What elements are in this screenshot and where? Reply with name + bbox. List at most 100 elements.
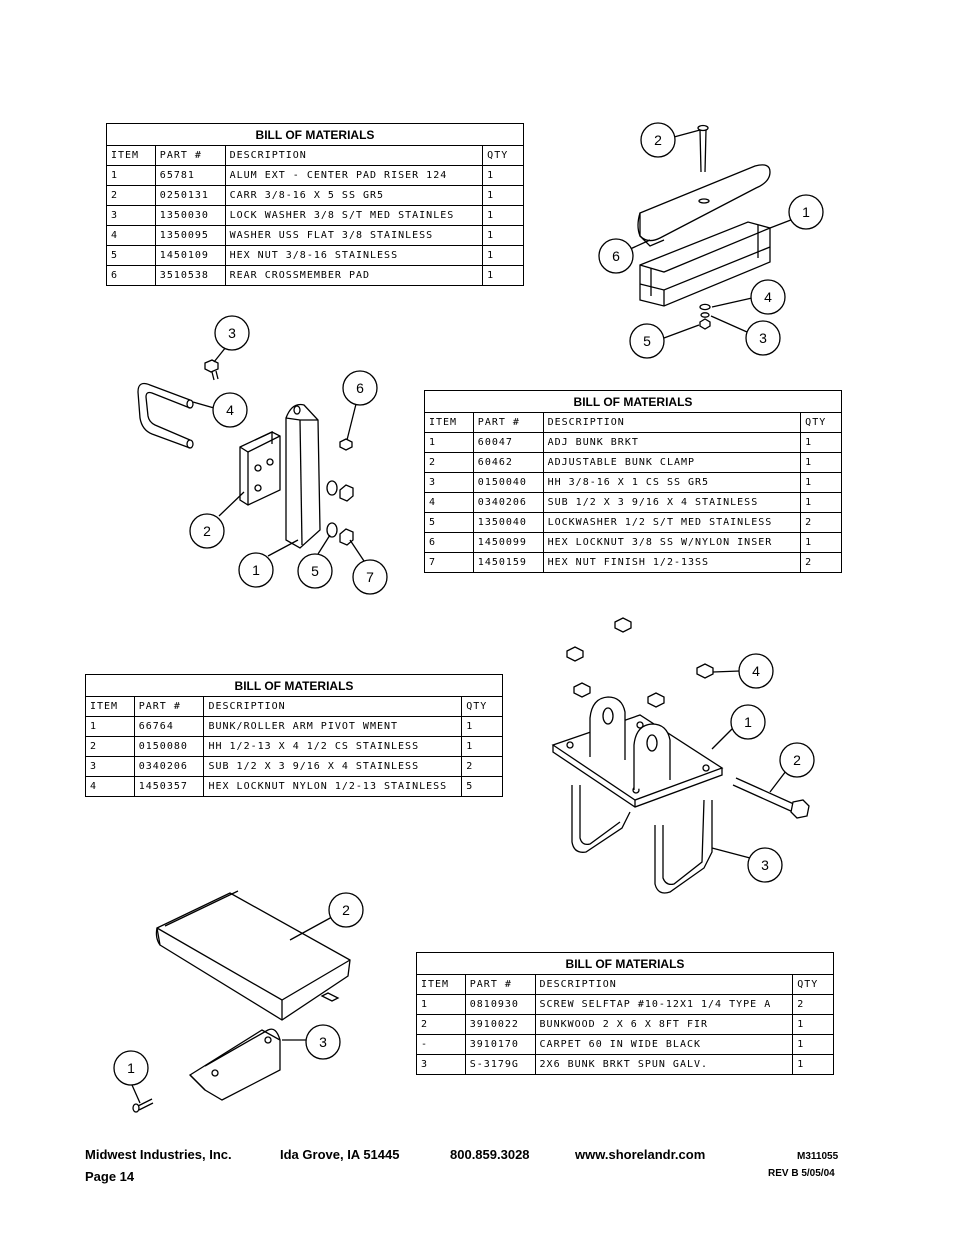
svg-text:5: 5 <box>311 563 319 579</box>
svg-text:2: 2 <box>342 902 350 918</box>
cell-qty: 2 <box>800 552 842 573</box>
svg-text:1: 1 <box>744 714 752 730</box>
footer-doc-number: M311055 <box>797 1151 839 1162</box>
svg-text:6: 6 <box>356 380 364 396</box>
cell-qty: 1 <box>482 265 524 286</box>
cell-item: 6 <box>106 265 156 286</box>
bom-table-center-pad-riser: BILL OF MATERIALS ITEM PART # DESCRIPTIO… <box>106 123 524 286</box>
flat-washer-drawing <box>699 303 711 311</box>
cell-description: HEX NUT FINISH 1/2-13SS <box>542 552 802 573</box>
callout-bubble: 1 <box>113 1050 149 1086</box>
svg-text:2: 2 <box>203 523 211 539</box>
callout-bubble: 6 <box>598 238 634 274</box>
callout-bubble: 6 <box>342 370 378 406</box>
callout-bubble: 4 <box>212 392 248 428</box>
svg-text:3: 3 <box>319 1034 327 1050</box>
callout-bubble: 2 <box>189 513 225 549</box>
carriage-bolt-drawing <box>697 124 709 173</box>
figure-bunk-bracket: 2 3 1 <box>113 890 364 1113</box>
hex-nut-drawing <box>339 484 354 502</box>
footer-website: www.shorelandr.com <box>575 1147 706 1162</box>
hex-locknut-drawing <box>566 646 584 662</box>
callout-bubble: 4 <box>750 279 786 315</box>
hex-locknut-drawing <box>647 692 665 708</box>
bom-title: BILL OF MATERIALS <box>85 674 503 697</box>
callout-bubble: 2 <box>779 742 815 778</box>
cell-item: 3 <box>416 1054 466 1075</box>
bunkwood-drawing <box>155 890 351 1021</box>
svg-text:3: 3 <box>228 325 236 341</box>
self-tap-screw-drawing <box>132 1098 154 1113</box>
callout-bubble: 3 <box>214 315 250 351</box>
hex-bolt-drawing <box>204 359 219 381</box>
bom-table-adjustable-bunk: BILL OF MATERIALS ITEM PART # DESCRIPTIO… <box>424 390 842 573</box>
callout-bubble: 1 <box>730 704 766 740</box>
svg-text:3: 3 <box>759 330 767 346</box>
hex-locknut-drawing <box>696 663 714 679</box>
svg-text:1: 1 <box>802 204 810 220</box>
cell-qty: 5 <box>461 776 503 797</box>
footer-city: Ida Grove, IA 51445 <box>280 1147 400 1162</box>
hex-nut-drawing <box>699 318 711 330</box>
hex-locknut-drawing <box>339 438 353 451</box>
bunk-clamp-drawing <box>239 430 281 506</box>
cell-part: 3510538 <box>154 265 226 286</box>
svg-text:4: 4 <box>752 663 760 679</box>
svg-text:3: 3 <box>761 857 769 873</box>
svg-text:2: 2 <box>654 132 662 148</box>
figure-pivot-weldment: 4 1 2 3 <box>551 617 815 894</box>
bom-table-pivot-weldment: BILL OF MATERIALS ITEM PART # DESCRIPTIO… <box>85 674 503 797</box>
bom-table-bunk-bracket: BILL OF MATERIALS ITEM PART # DESCRIPTIO… <box>416 952 834 1075</box>
callout-bubble: 3 <box>745 320 781 356</box>
svg-text:1: 1 <box>127 1060 135 1076</box>
figure-center-pad-riser: 2 1 6 4 5 3 <box>598 122 824 359</box>
bunk-bracket-drawing <box>188 1028 281 1101</box>
lockwasher-drawing <box>326 480 338 496</box>
callout-bubble: 5 <box>297 553 333 589</box>
callout-bubble: 4 <box>738 653 774 689</box>
footer-revision: REV B 5/05/04 <box>768 1168 835 1179</box>
crossmember-pad-drawing <box>637 164 771 247</box>
footer-page-number: Page 14 <box>85 1169 135 1184</box>
figure-adjustable-bunk: 3 4 6 2 1 5 7 <box>137 315 388 595</box>
cell-description: HEX LOCKNUT NYLON 1/2-13 STAINLESS <box>203 776 463 797</box>
cell-description: REAR CROSSMEMBER PAD <box>224 265 484 286</box>
alum-extrusion-drawing <box>639 221 771 307</box>
callout-bubble: 1 <box>238 552 274 588</box>
svg-text:4: 4 <box>226 402 234 418</box>
cell-item: 4 <box>85 776 135 797</box>
bunk-bracket-drawing <box>285 403 321 549</box>
hex-locknut-drawing <box>614 617 632 633</box>
hex-nut-drawing <box>339 528 354 546</box>
svg-text:6: 6 <box>612 248 620 264</box>
callout-bubble: 3 <box>305 1024 341 1060</box>
callout-bubble: 1 <box>788 194 824 230</box>
u-bolt-drawing <box>137 382 194 449</box>
callout-bubble: 7 <box>352 559 388 595</box>
callout-bubble: 2 <box>640 122 676 158</box>
lockwasher-drawing <box>326 522 338 538</box>
footer-phone: 800.859.3028 <box>450 1147 530 1162</box>
cell-description: 2X6 BUNK BRKT SPUN GALV. <box>534 1054 794 1075</box>
callout-bubble: 2 <box>328 892 364 928</box>
callout-bubble: 5 <box>629 323 665 359</box>
lock-washer-drawing <box>700 312 710 318</box>
cell-qty: 1 <box>792 1054 834 1075</box>
hex-bolt-drawing <box>732 777 810 819</box>
